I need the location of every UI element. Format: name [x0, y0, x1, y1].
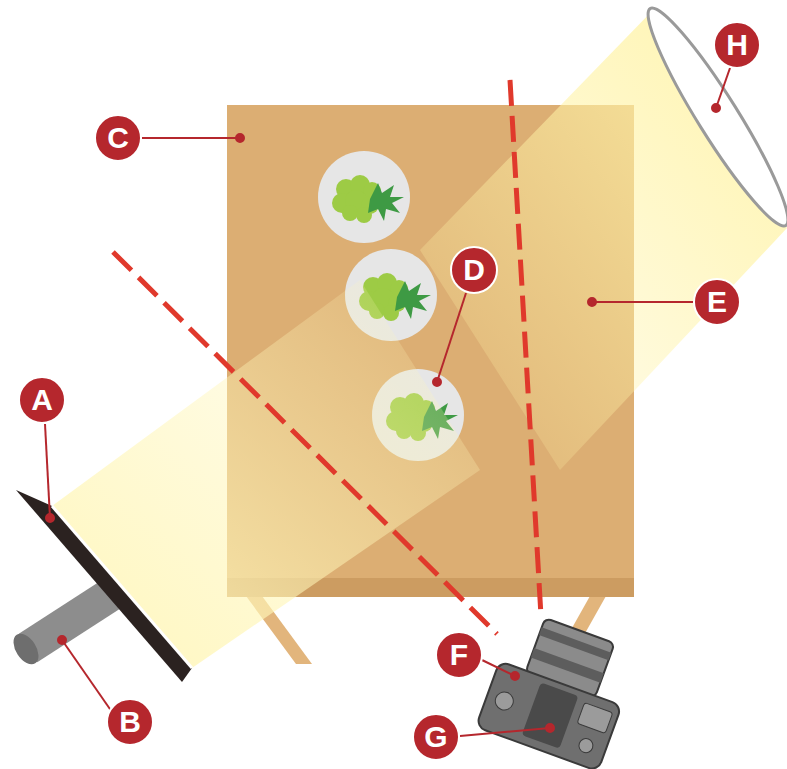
softbox	[16, 490, 192, 682]
callout-letter: F	[435, 631, 483, 679]
callout-letter: C	[94, 114, 142, 162]
callout-letter: H	[713, 21, 761, 69]
softbox-rod	[8, 595, 110, 669]
callout-letter: E	[693, 278, 741, 326]
reflector-light-beam	[420, 8, 787, 470]
callout-letter: G	[412, 713, 460, 761]
reflector	[633, 0, 787, 236]
leader-lines	[45, 68, 730, 736]
callout-letter: D	[450, 246, 498, 294]
callout-letter: A	[18, 376, 66, 424]
callout-letter: B	[106, 698, 154, 746]
camera	[476, 608, 641, 769]
camera-view-lines	[113, 80, 541, 634]
softbox-diffuser	[52, 506, 192, 668]
salad-plate	[318, 151, 410, 243]
